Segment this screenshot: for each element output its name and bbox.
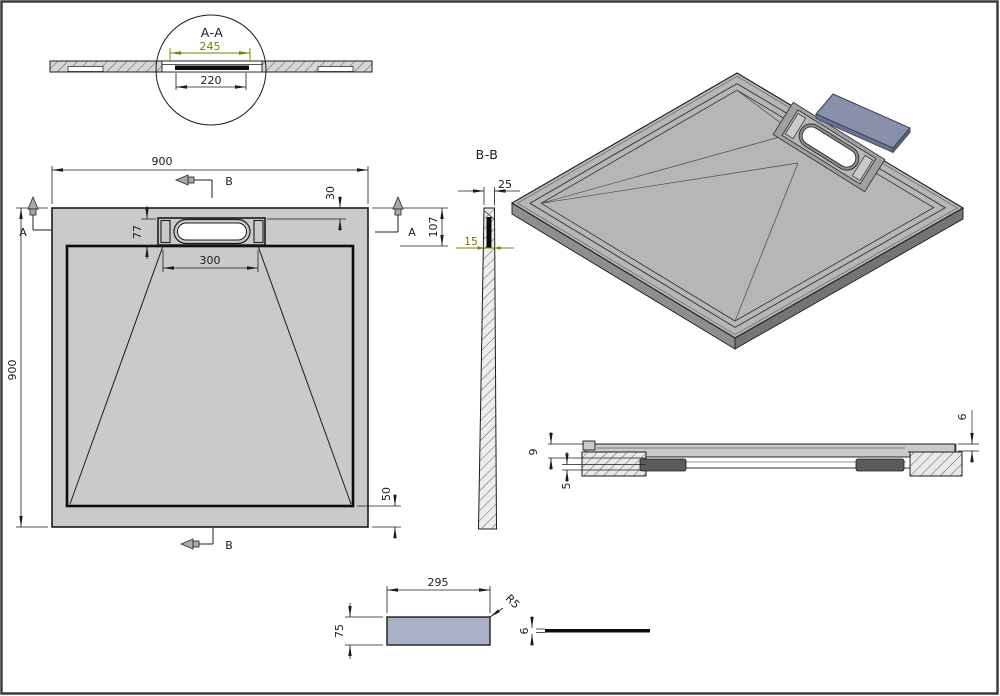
plan-view: 900 900 300 77 30 107 50 A [6, 155, 448, 552]
tray-outline [51, 207, 369, 528]
dim-220-label: 220 [201, 74, 222, 87]
section-arrow-b-top: B [174, 174, 233, 198]
section-arrow-tail [29, 208, 37, 216]
dim-9-extension-lines [548, 443, 646, 459]
dim-5-extension-lines [562, 464, 646, 471]
drain-slot-opening [177, 222, 247, 241]
dim-245-extension-lines [169, 48, 251, 62]
profile-section-view: 9 5 6 [527, 410, 979, 490]
dim-6c-extension-lines [536, 628, 545, 633]
drain-body-left [639, 458, 687, 472]
left-lip [582, 440, 596, 451]
section-arrow-tail [192, 540, 200, 548]
cover-plate-side-view: 6 [518, 616, 650, 646]
dim-300-label: 300 [200, 254, 221, 267]
dim-6r-label: 6 [956, 414, 969, 421]
drain-body-right [855, 458, 905, 472]
section-bb-title: B-B [476, 147, 499, 162]
wall-section-left [581, 451, 647, 477]
section-a-label-right: A [408, 226, 416, 239]
dim-295-label: 295 [428, 576, 449, 589]
tray-iso-top-face [510, 72, 965, 339]
section-a-label-left: A [19, 226, 27, 239]
dim-9-label: 9 [527, 449, 540, 456]
drain-tab-right [253, 219, 264, 244]
dim-107-label: 107 [427, 217, 440, 238]
drain-slot-opening [801, 126, 857, 168]
detail-view-title: A-A [201, 25, 224, 40]
slope-line-right [257, 245, 352, 505]
dim-107-extension-lines [372, 207, 448, 247]
section-view-bb: B-B 25 15 [456, 147, 520, 530]
dim-5-label: 5 [560, 483, 573, 490]
drain-tab-left [160, 219, 171, 244]
dim-30-label: 30 [324, 186, 337, 200]
tray-iso-edge-chamfer [517, 75, 958, 336]
cover-plate-edge [545, 629, 650, 633]
cover-plate-top-face [815, 93, 911, 149]
dim-6r-extension-lines [958, 443, 979, 452]
drain-cover-section-bar [175, 65, 249, 70]
strip-bevel-line [484, 210, 495, 220]
basin-outline [65, 244, 355, 508]
section-arrow-tail [187, 176, 195, 184]
cover-plate-outline [386, 616, 491, 646]
section-arrow-a-left: A [19, 195, 51, 239]
drain-tab-left [784, 113, 807, 140]
tray-section-strip-hatch [478, 208, 497, 529]
dim-245-label: 245 [200, 40, 221, 53]
wall-section-right [909, 451, 963, 477]
drain-section-bar [486, 217, 492, 248]
dim-77-label: 77 [131, 225, 144, 239]
dim-75-label: 75 [333, 624, 346, 638]
section-arrow-a-right: A [375, 195, 416, 239]
radius-leader-line [489, 607, 504, 618]
dim-900h-label: 900 [6, 360, 19, 381]
section-arrow-tail [394, 208, 402, 216]
dim-50-label: 50 [380, 487, 393, 501]
underside-recess-right [317, 66, 354, 72]
section-b-label-bottom: B [225, 539, 233, 552]
underside-recess-left [67, 66, 104, 72]
cover-plate-iso [815, 93, 911, 154]
cover-plate-top-view: 295 75 R5 [333, 576, 522, 659]
section-b-label-top: B [225, 175, 233, 188]
detail-view-aa: A-A 245 220 [49, 14, 373, 126]
tray-iso-slope-lines [541, 89, 799, 322]
dim-6c-label: 6 [518, 628, 531, 635]
dim-900w-extension-lines [51, 166, 369, 204]
slope-line-left [69, 245, 164, 505]
dim-15-arrow-right [494, 246, 501, 250]
detail-circle [155, 14, 267, 126]
isometric-view [510, 72, 965, 350]
dim-77-extension-lines [141, 218, 156, 246]
section-arrow-b-bottom: B [179, 528, 233, 552]
tray-iso-drain [772, 101, 886, 193]
dim-15-label: 15 [464, 235, 478, 248]
dim-25-label: 25 [498, 178, 512, 191]
dim-15-arrow-left [477, 246, 484, 250]
dim-900w-label: 900 [152, 155, 173, 168]
drain-tab-right [851, 154, 874, 181]
